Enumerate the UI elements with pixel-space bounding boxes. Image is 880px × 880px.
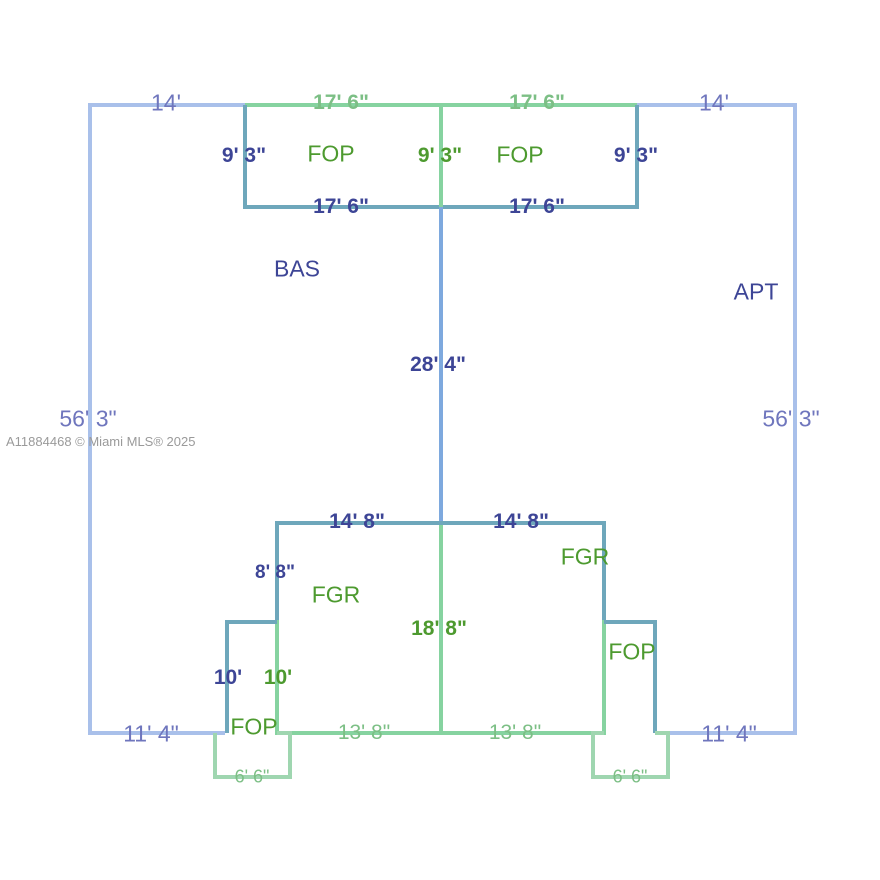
area-label-fop-top-right: FOP — [496, 141, 544, 168]
dim-right-outer: 56' 3" — [762, 405, 820, 432]
dim-fgr-top-left: 14' 8" — [329, 510, 385, 533]
dim-center-upper: 28' 4" — [410, 353, 466, 376]
dim-fop-top-right-bottom: 17' 6" — [509, 195, 565, 218]
dim-fop-left-side: 9' 3" — [221, 144, 267, 167]
area-label-bas: BAS — [273, 255, 321, 282]
area-label-fop-bottom-right: FOP — [608, 638, 656, 665]
dim-fgr-bottom-right: 13' 8" — [488, 721, 542, 744]
area-label-fop-top-left: FOP — [307, 140, 355, 167]
area-label-fgr-right: FGR — [560, 543, 610, 570]
area-label-fgr-left: FGR — [311, 581, 361, 608]
dim-top-left-outer: 14' — [151, 89, 181, 116]
dim-top-right-outer: 14' — [699, 89, 729, 116]
fop-bottom-right-step — [591, 731, 670, 779]
dim-fgr-bottom-left: 13' 8" — [337, 721, 391, 744]
dim-fop-bl-bottom: 6' 6" — [234, 766, 270, 787]
dim-bottom-right-outer: 11' 4" — [701, 720, 757, 747]
dim-fgr-left-upper: 8' 8" — [255, 562, 295, 583]
dim-center-lower: 18' 8" — [411, 617, 467, 640]
dim-fop-top-right-top: 17' 6" — [509, 91, 565, 114]
fgr-frame-top — [275, 521, 606, 620]
area-label-fop-bottom-left: FOP — [230, 713, 278, 740]
dim-fop-bl-outer: 10' — [213, 666, 243, 689]
dim-fop-top-left-bottom: 17' 6" — [313, 195, 369, 218]
dim-fop-right-side: 9' 3" — [613, 144, 659, 167]
watermark: A11884468 © Miami MLS® 2025 — [6, 434, 196, 449]
dim-fop-top-left-top: 17' 6" — [313, 91, 369, 114]
fgr-frame-bottom — [275, 620, 606, 735]
dim-left-outer: 56' 3" — [59, 405, 117, 432]
outer-outline — [88, 103, 797, 735]
area-label-apt: APT — [733, 278, 779, 305]
dim-fgr-top-right: 14' 8" — [493, 510, 549, 533]
dim-bottom-left-outer: 11' 4" — [123, 720, 179, 747]
dim-fop-center-side: 9' 3" — [417, 144, 463, 167]
dim-fop-br-bottom: 6' 6" — [612, 766, 648, 787]
fop-bottom-left-frame — [225, 620, 277, 733]
fop-bottom-right-frame — [604, 620, 657, 733]
fop-bottom-left-step — [213, 731, 292, 779]
dim-fop-bl-inner: 10' — [263, 666, 293, 689]
